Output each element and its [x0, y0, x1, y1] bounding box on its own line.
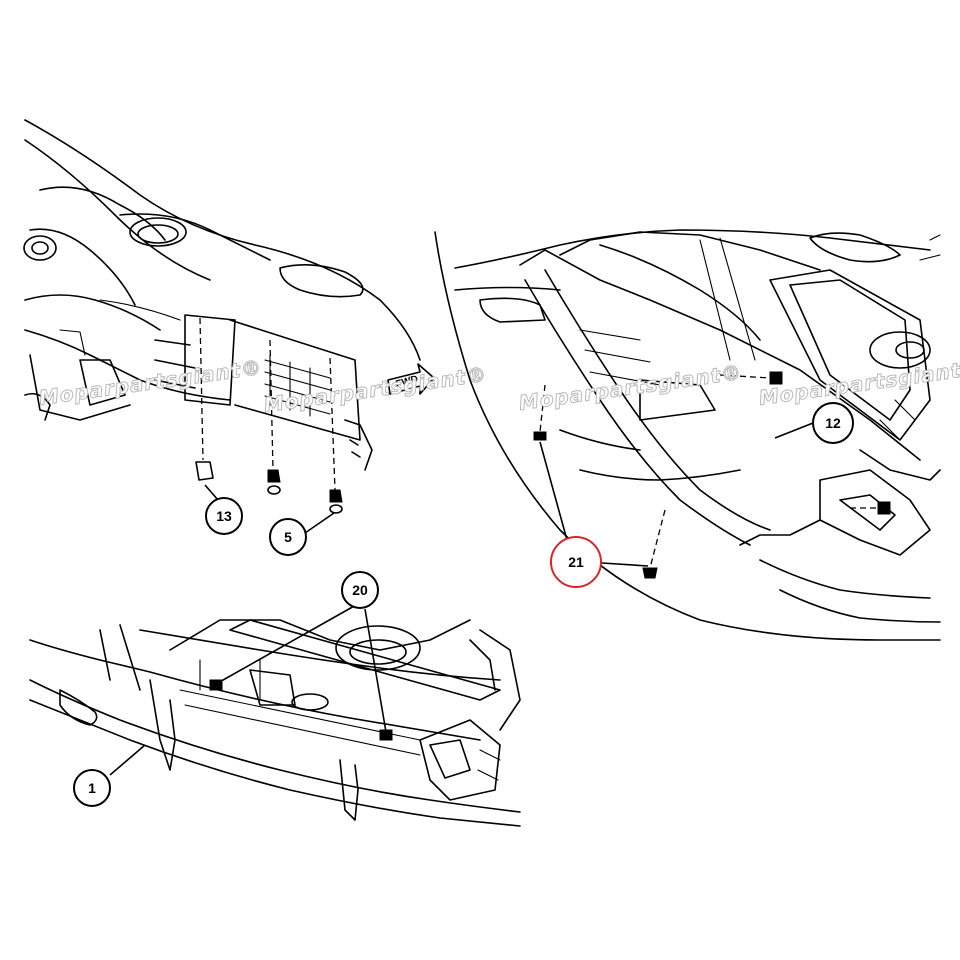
callout-12-label: 12: [825, 415, 841, 431]
watermark-2: Moparpartsgiant®: [262, 362, 488, 417]
callout-20[interactable]: 20: [341, 571, 379, 609]
callout-13[interactable]: 13: [205, 497, 243, 535]
callout-5[interactable]: 5: [269, 518, 307, 556]
bottom-view: [29, 619, 521, 827]
upper-left-view: FWD Moparpartsgiant® Moparpartsgiant®: [23, 119, 489, 514]
fwd-arrow-icon: FWD: [387, 363, 435, 395]
callout-12[interactable]: 12: [812, 402, 854, 444]
callout-1-label: 1: [88, 780, 96, 796]
callout-1[interactable]: 1: [73, 769, 111, 807]
callout-21-label: 21: [568, 554, 584, 570]
callout-13-label: 13: [216, 508, 232, 524]
right-view: Moparpartsgiant® Moparpartsgiant®: [434, 229, 960, 641]
callout-21[interactable]: 21: [550, 536, 602, 588]
watermark-3: Moparpartsgiant®: [517, 360, 743, 415]
leader-lines: [109, 422, 814, 776]
callout-20-label: 20: [352, 582, 368, 598]
callout-5-label: 5: [284, 529, 292, 545]
